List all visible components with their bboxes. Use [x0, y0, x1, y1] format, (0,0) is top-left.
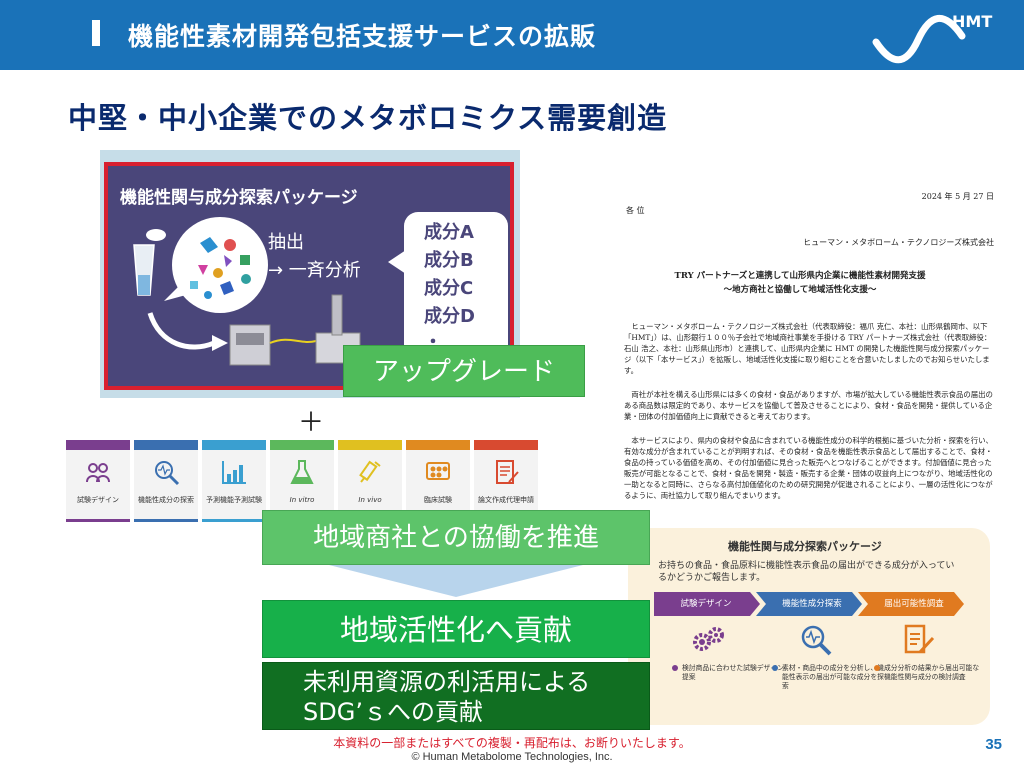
document-date: 2024 年 5 月 27 日	[921, 192, 994, 201]
down-arrow-icon	[329, 565, 583, 597]
logo-text: HMT	[952, 12, 993, 31]
speech-bubble-tail	[388, 250, 406, 274]
gears-icon	[693, 627, 724, 651]
press-release-document: 2024 年 5 月 27 日 各 位 ヒューマン・メタボローム・テクノロジーズ…	[600, 185, 1000, 520]
bullet-dot	[772, 665, 778, 671]
copy-restriction-notice: 本資料の一部またはすべての複製・再配布は、お断りいたします。	[333, 736, 691, 750]
magnifier-icon	[801, 625, 832, 656]
plus-sign: ＋	[298, 408, 325, 438]
chart-icon	[222, 461, 246, 484]
document-paragraph: ヒューマン・メタボローム・テクノロジーズ株式会社（代表取締役：福爪 克仁、本社：…	[624, 322, 992, 375]
step-label: 機能性成分の探索	[138, 496, 194, 504]
document-heading: TRY パートナーズと連携して山形県内企業に機能性素材開発支援	[674, 271, 926, 281]
card-note: 素材・商品中の成分を分析し、機能性表示の届出が可能な成分を探索	[782, 664, 884, 690]
header-bar: 機能性素材開発包括支援サービスの拡販 HMT	[0, 0, 1024, 70]
document-icon	[496, 460, 519, 484]
document-paragraph: 両社が本社を構える山形県には多くの食材・食品がありますが、市場が拡大している機能…	[624, 390, 993, 421]
service-steps: 試験デザイン 機能性成分の探索 予測機能予測試験 In vitro In viv…	[66, 440, 538, 522]
step-card: In vitro	[270, 440, 334, 522]
step-card: 臨床試験	[406, 440, 470, 522]
component-label: 成分B	[424, 250, 474, 271]
card-title: 機能性関与成分探索パッケージ	[728, 540, 882, 553]
step-label: In vivo	[358, 496, 382, 504]
step-label: 臨床試験	[424, 496, 452, 504]
package-extract-label: 抽出	[268, 232, 304, 253]
people-icon	[86, 463, 110, 483]
page-number: 35	[985, 736, 1002, 753]
pills-icon	[426, 462, 450, 480]
upgrade-label-box: アップグレード	[343, 345, 585, 397]
card-note: 成分分析の結果から届出可能な機能性関与成分の検討調査	[884, 664, 980, 681]
document-paragraph: 本サービスにより、県内の食材や食品に含まれている機能性成分の科学的根拠に基づいた…	[624, 436, 993, 500]
package-analysis-label: → 一斉分析	[268, 260, 361, 281]
document-sender: ヒューマン・メタボローム・テクノロジーズ株式会社	[803, 238, 994, 247]
step-card: 試験デザイン	[66, 440, 130, 522]
step-label: In vitro	[289, 496, 315, 504]
component-label: 成分C	[424, 278, 474, 299]
copyright: © Human Metabolome Technologies, Inc.	[411, 751, 613, 763]
package-title: 機能性関与成分探索パッケージ	[120, 188, 358, 208]
step-card: 予測機能予測試験	[202, 440, 266, 522]
hmt-logo-icon	[872, 14, 966, 64]
flask-icon	[290, 460, 314, 484]
step-label: 予測機能予測試験	[206, 496, 262, 504]
bullet-dot	[672, 665, 678, 671]
step-card: 論文作成代理申請	[474, 440, 538, 522]
sdg-line-1: 未利用資源の利活用による	[303, 668, 591, 696]
magnifier-icon	[155, 461, 180, 486]
card-description: お持ちの食品・食品原料に機能性表示食品の届出ができる成分が入っているかどうかご報…	[658, 561, 955, 583]
slide-title: 機能性素材開発包括支援サービスの拡販	[128, 22, 597, 51]
contribution-box: 地域活性化へ貢献	[262, 600, 650, 658]
sdg-box: 未利用資源の利活用による SDG’ｓへの貢献	[262, 662, 650, 730]
sdg-line-2: SDG’ｓへの貢献	[303, 698, 483, 726]
document-pen-icon	[904, 624, 935, 654]
sample-tube-icon	[133, 229, 166, 296]
card-note: 検討商品に合わせた試験デザイン提案	[682, 664, 784, 681]
step-label: 論文作成代理申請	[478, 496, 534, 504]
stage-label: 機能性成分探索	[782, 599, 842, 609]
component-label: 成分A	[424, 222, 474, 243]
slide-subtitle: 中堅・中小企業でのメタボロミクス需要創造	[68, 101, 668, 135]
molecules-bubble-icon	[164, 217, 268, 313]
instrument-icon	[229, 294, 361, 366]
header-accent-mark	[92, 20, 100, 46]
step-card: 機能性成分の探索	[134, 440, 198, 522]
step-card: In vivo	[338, 440, 402, 522]
step-label: 試験デザイン	[77, 496, 119, 504]
cooperation-box: 地域商社との協働を推進	[262, 510, 650, 565]
stage-label: 試験デザイン	[680, 599, 732, 609]
document-subheading: ～地方商社と協働して地域活性化支援～	[723, 285, 877, 295]
bullet-dot	[874, 665, 880, 671]
component-label: 成分D	[424, 306, 475, 327]
stage-arrows-icon	[654, 592, 964, 616]
document-recipient: 各 位	[626, 206, 645, 215]
syringe-icon	[359, 460, 381, 483]
stage-label: 届出可能性調査	[884, 599, 944, 609]
